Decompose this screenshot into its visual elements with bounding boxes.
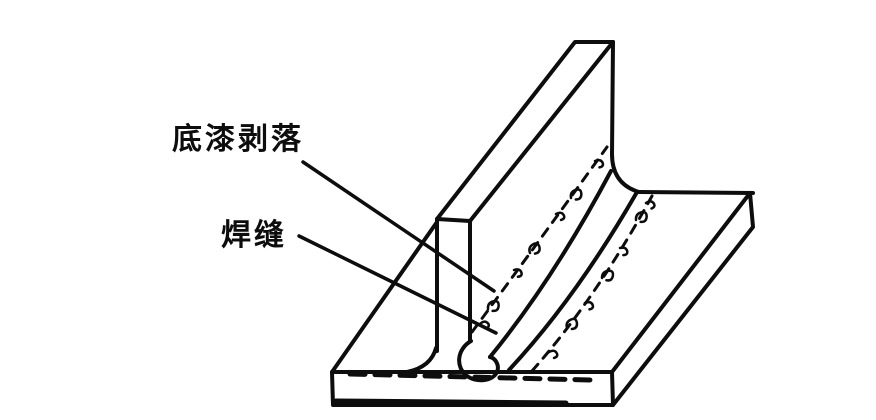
web-plate xyxy=(435,40,641,353)
primer-peel-label: 底漆剥落 xyxy=(172,123,304,156)
base-plate-bottom-edge-thick xyxy=(333,398,569,406)
leader-lines xyxy=(297,160,498,335)
primer-peel-dashed-line-plate-side xyxy=(530,194,654,373)
base-plate-rear-edge xyxy=(637,190,755,195)
web-top-face xyxy=(435,40,615,223)
weld-bead-upper-edge xyxy=(488,169,613,359)
weld-seam-leader-line xyxy=(297,234,498,335)
primer-peel-dashes-front-edge xyxy=(347,371,595,383)
base-plate-left-edge xyxy=(330,220,439,374)
weld-left-fillet-front xyxy=(405,346,438,374)
weld-bead xyxy=(405,169,639,383)
web-rear-edge-and-fillet xyxy=(610,40,641,194)
weld-front-curl xyxy=(457,339,500,383)
base-plate-right-face xyxy=(610,191,755,407)
primer-peel-boundaries xyxy=(470,145,654,373)
primer-peel-leader-line xyxy=(301,160,496,293)
weld-bead-lower-edge xyxy=(507,190,639,372)
primer-peel-dashed-line-web-side xyxy=(470,145,609,334)
weld-seam-label: 焊缝 xyxy=(221,219,287,252)
base-plate xyxy=(330,190,755,407)
